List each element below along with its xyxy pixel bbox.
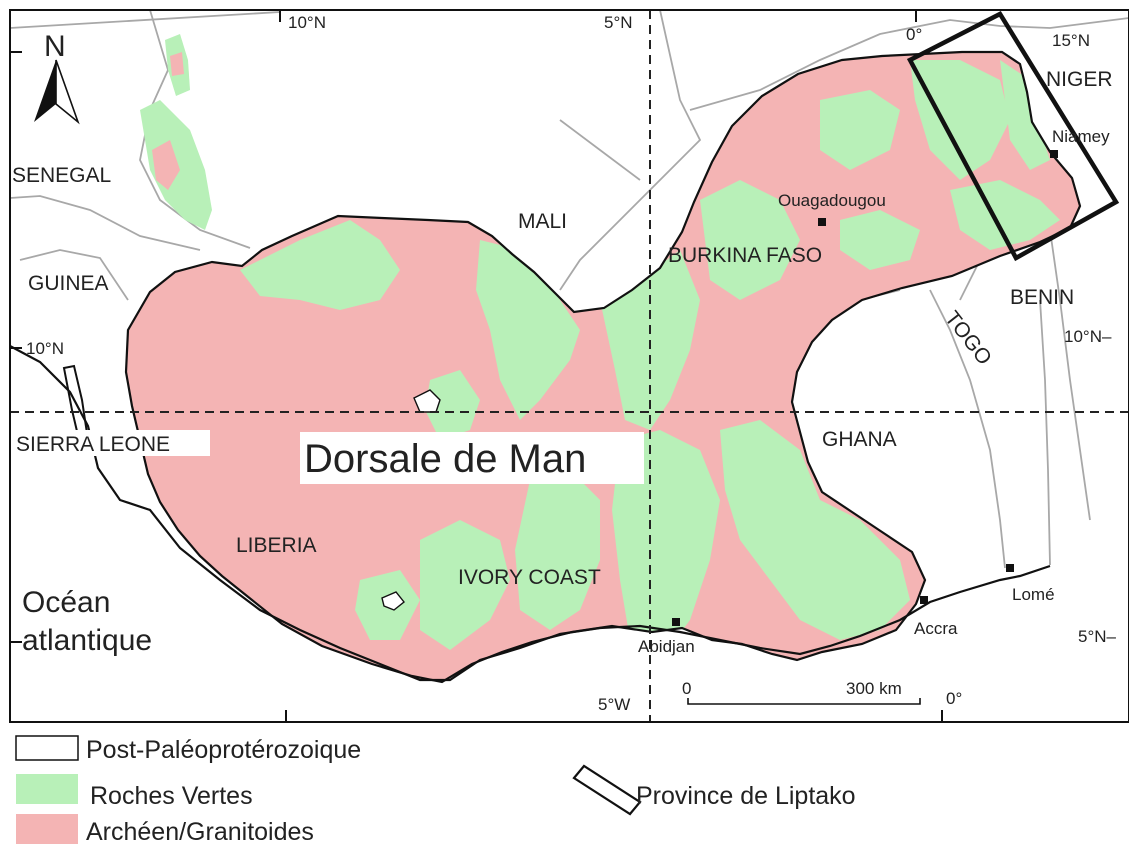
scale-bar-start: 0: [682, 679, 691, 698]
coord-bottom-0: 0°: [946, 689, 962, 708]
legend-label-greenstone: Roches Vertes: [90, 782, 253, 810]
legend-swatch-greenstone: [16, 774, 78, 804]
legend-label-post: Post-Paléoprotérozoique: [86, 736, 361, 764]
scale-bar-end: 300 km: [846, 679, 902, 698]
liptako-province-box: [906, 11, 1120, 262]
north-letter: N: [44, 30, 66, 63]
coord-right-5n: 5°N–: [1078, 627, 1117, 646]
coord-bottom-5w: 5°W: [598, 695, 630, 714]
coord-left-10n: 10°N: [26, 339, 64, 358]
legend-label-province: Province de Liptako: [636, 782, 856, 810]
country-label-burkina-faso: BURKINA FASO: [668, 244, 822, 267]
legend-label-granitoid: Archéen/Granitoides: [86, 818, 314, 846]
city-marker-accra: [920, 596, 928, 604]
country-label-senegal: SENEGAL: [12, 164, 111, 187]
legend-swatch-granitoid: [16, 814, 78, 844]
city-label-lome: Lomé: [1012, 585, 1055, 604]
city-marker-niamey: [1050, 150, 1058, 158]
post-paleoproterozoic-inliers: [381, 389, 441, 611]
north-arrow-icon: N: [34, 30, 80, 125]
coord-top-15n: 15°N: [1052, 31, 1090, 50]
city-label-niamey: Niamey: [1052, 127, 1110, 146]
country-label-togo: TOGO: [940, 307, 996, 370]
ocean-label-line1: Océan: [22, 586, 110, 619]
city-marker-ouagadougou: [818, 218, 826, 226]
dorsale-de-man-label: Dorsale de Man: [304, 437, 586, 481]
country-label-liberia: LIBERIA: [236, 534, 317, 557]
coord-top-5n: 5°N: [604, 13, 633, 32]
country-label-guinea: GUINEA: [28, 272, 109, 295]
ocean-label-line2: atlantique: [22, 624, 152, 657]
legend: Post-Paléoprotérozoique Roches Vertes Ar…: [15, 735, 856, 846]
coord-top-10n: 10°N: [288, 13, 326, 32]
country-label-niger: NIGER: [1046, 68, 1113, 91]
country-label-ghana: GHANA: [822, 428, 897, 451]
country-label-mali: MALI: [518, 210, 567, 233]
city-label-accra: Accra: [914, 619, 958, 638]
scale-bar: [687, 698, 921, 705]
legend-swatch-post: [15, 735, 79, 761]
nw-outliers: [140, 34, 212, 230]
coastline: [9, 345, 1051, 682]
city-label-abidjan: Abidjan: [638, 637, 695, 656]
dorsale-label-bg: [300, 432, 644, 484]
city-label-ouagadougou: Ouagadougou: [778, 191, 886, 210]
legend-swatch-province: [572, 764, 642, 816]
country-label-benin: BENIN: [1010, 286, 1074, 309]
country-label-sierra-leone: SIERRA LEONE: [16, 433, 170, 456]
coord-top-0: 0°: [906, 25, 922, 44]
sierra-leone-label-bg: [12, 430, 210, 456]
country-label-ivory-coast: IVORY COAST: [458, 566, 601, 589]
city-marker-abidjan: [672, 618, 680, 626]
map-frame: [9, 9, 1129, 723]
coord-right-10n: 10°N–: [1064, 327, 1112, 346]
city-marker-lome: [1006, 564, 1014, 572]
